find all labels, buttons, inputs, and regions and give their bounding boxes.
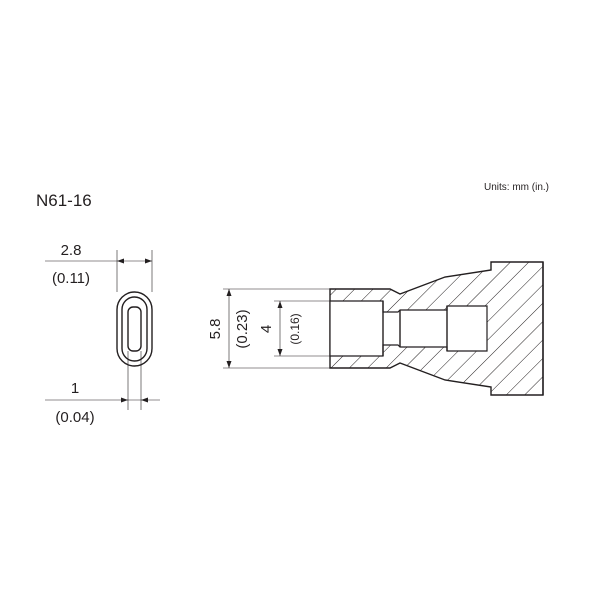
outer-arrow-top xyxy=(226,289,232,296)
outer-in-label: (0.23) xyxy=(234,309,251,348)
front-view: 2.8 (0.11) 1 (0.04) xyxy=(45,242,160,426)
inner-arrow-top xyxy=(277,301,283,308)
inner-in-label: (0.16) xyxy=(288,313,302,344)
width-in-label: (0.11) xyxy=(52,270,90,287)
side-view: 5.8 (0.23) 4 (0.16) xyxy=(207,261,544,396)
width-mm-label: 2.8 xyxy=(61,242,82,259)
width-arrow-left xyxy=(117,258,124,264)
tip-outer-outline xyxy=(116,291,153,367)
tip-slot xyxy=(127,306,142,352)
slot-arrow-left xyxy=(121,397,128,403)
inner-arrow-bottom xyxy=(277,349,283,356)
outer-arrow-bottom xyxy=(226,361,232,368)
width-arrow-right xyxy=(145,258,152,264)
inner-mm-label: 4 xyxy=(258,325,275,333)
outer-mm-label: 5.8 xyxy=(207,319,224,340)
slot-in-label: (0.04) xyxy=(55,409,94,426)
tip-inner-outline xyxy=(121,296,148,362)
units-label: Units: mm (in.) xyxy=(484,182,549,193)
slot-mm-label: 1 xyxy=(71,380,79,397)
slot-arrow-right xyxy=(141,397,148,403)
model-title: N61-16 xyxy=(36,191,92,210)
